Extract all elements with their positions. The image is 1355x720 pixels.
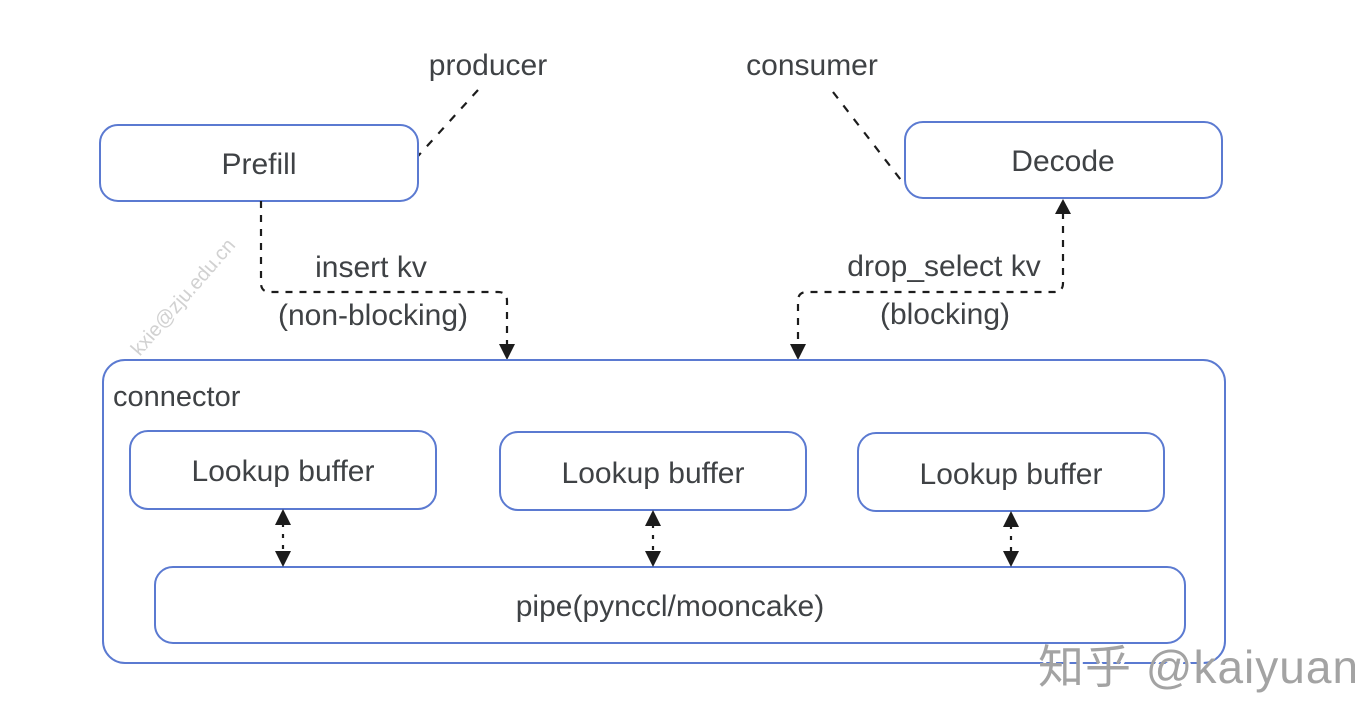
drop-select-kv-label: drop_select kv [847, 250, 1040, 283]
buffer-pipe-arrow-1 [275, 509, 291, 567]
buffer-pipe-arrow-1-up-icon [275, 509, 291, 525]
producer-label: producer [429, 49, 547, 82]
drop-select-kv-path [796, 212, 1065, 347]
lookup-buffer-2-label: Lookup buffer [562, 457, 745, 490]
drop-select-down-arrowhead-icon [790, 344, 806, 360]
buffer-pipe-arrow-1-down-icon [275, 551, 291, 567]
prefill-box [99, 124, 419, 202]
consumer-leader-line [832, 91, 905, 185]
consumer-label: consumer [746, 49, 878, 82]
buffer-pipe-arrow-3-down-icon [1003, 551, 1019, 567]
insert-kv-arrowhead-icon [499, 344, 515, 360]
insert-kv-path [259, 201, 509, 347]
lookup-buffer-1-label: Lookup buffer [192, 455, 375, 488]
pipe-label: pipe(pynccl/mooncake) [516, 590, 824, 623]
decode-label: Decode [1011, 145, 1114, 178]
lookup-buffer-3-label: Lookup buffer [920, 458, 1103, 491]
buffer-pipe-arrow-2 [645, 510, 661, 567]
pipe-box [154, 566, 1186, 644]
insert-kv-label: insert kv [315, 251, 427, 284]
drop-select-up-arrowhead-icon [1055, 199, 1071, 214]
zhihu-watermark: 知乎 @kaiyuan [1038, 641, 1355, 693]
connector-label: connector [113, 381, 241, 413]
buffer-pipe-arrow-2-up-icon [645, 510, 661, 526]
email-watermark: kxie@zju.edu.cn [127, 235, 240, 360]
prefill-label: Prefill [221, 148, 296, 181]
decode-box [904, 121, 1223, 199]
buffer-pipe-arrow-3-up-icon [1003, 511, 1019, 527]
buffer-pipe-arrow-3 [1003, 511, 1019, 567]
blocking-label: (blocking) [880, 298, 1010, 331]
buffer-pipe-arrow-2-down-icon [645, 551, 661, 567]
non-blocking-label: (non-blocking) [278, 299, 468, 332]
producer-leader-line [408, 89, 479, 167]
zhihu-watermark-shadow: 知乎 @kaiyuan [1041, 644, 1355, 696]
